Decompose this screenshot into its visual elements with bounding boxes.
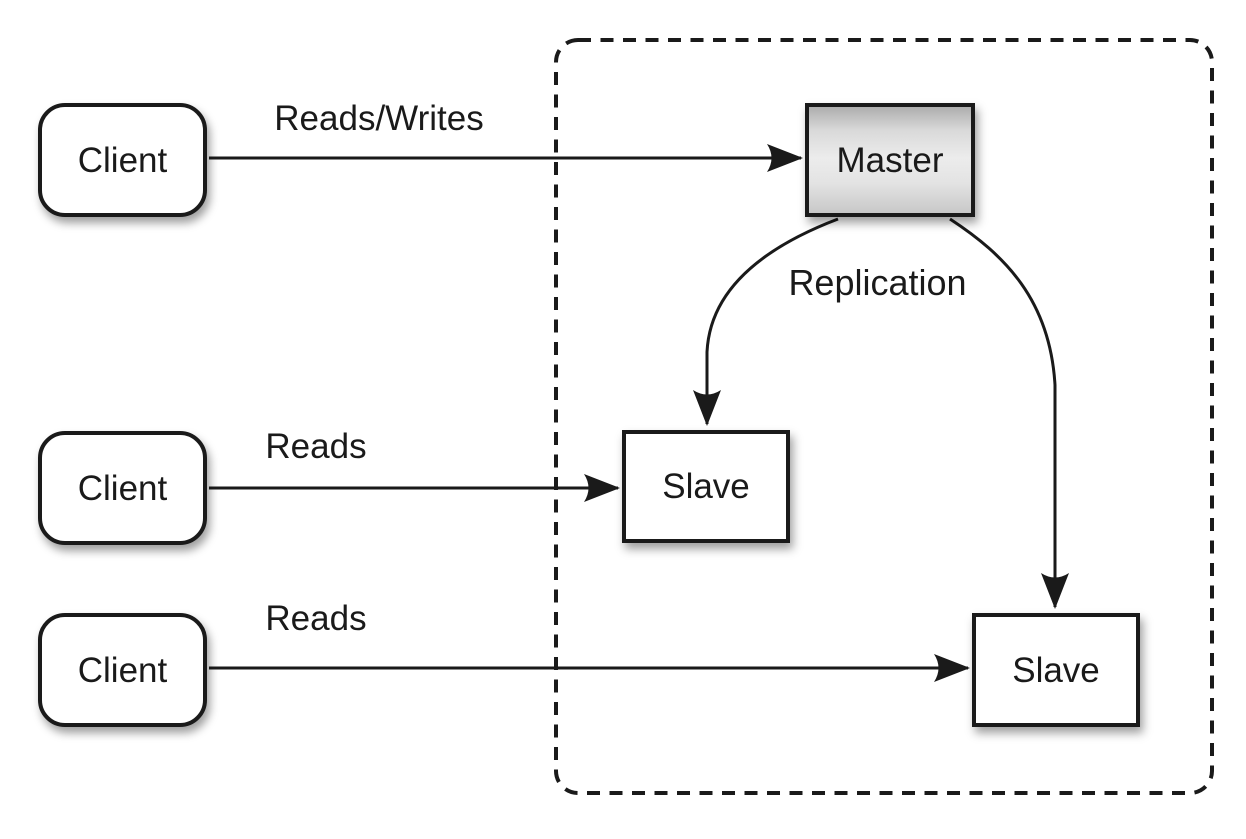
client-node-1-label: Client [77, 140, 168, 180]
master-node-label: Master [836, 140, 944, 180]
edge-label-replication: Replication [788, 262, 967, 303]
slave-node-2-label: Slave [1012, 650, 1100, 690]
edge-label-reads-writes: Reads/Writes [274, 99, 484, 138]
client-node-3-label: Client [77, 650, 168, 690]
replication-group-boundary [554, 38, 1214, 795]
client-node-3: Client [38, 613, 207, 727]
client-node-2: Client [38, 431, 207, 545]
edge-master-slave1 [693, 217, 839, 426]
slave-node-1: Slave [622, 430, 790, 543]
edge-master-slave2 [949, 217, 1069, 609]
slave-node-1-label: Slave [662, 467, 750, 506]
master-node: Master [805, 103, 975, 217]
client-node-1: Client [38, 103, 207, 217]
client-node-2-label: Client [77, 468, 168, 508]
slave-node-2: Slave [972, 613, 1140, 727]
edge-label-reads-2: Reads [265, 599, 367, 638]
edge-label-reads-1: Reads [265, 427, 367, 466]
